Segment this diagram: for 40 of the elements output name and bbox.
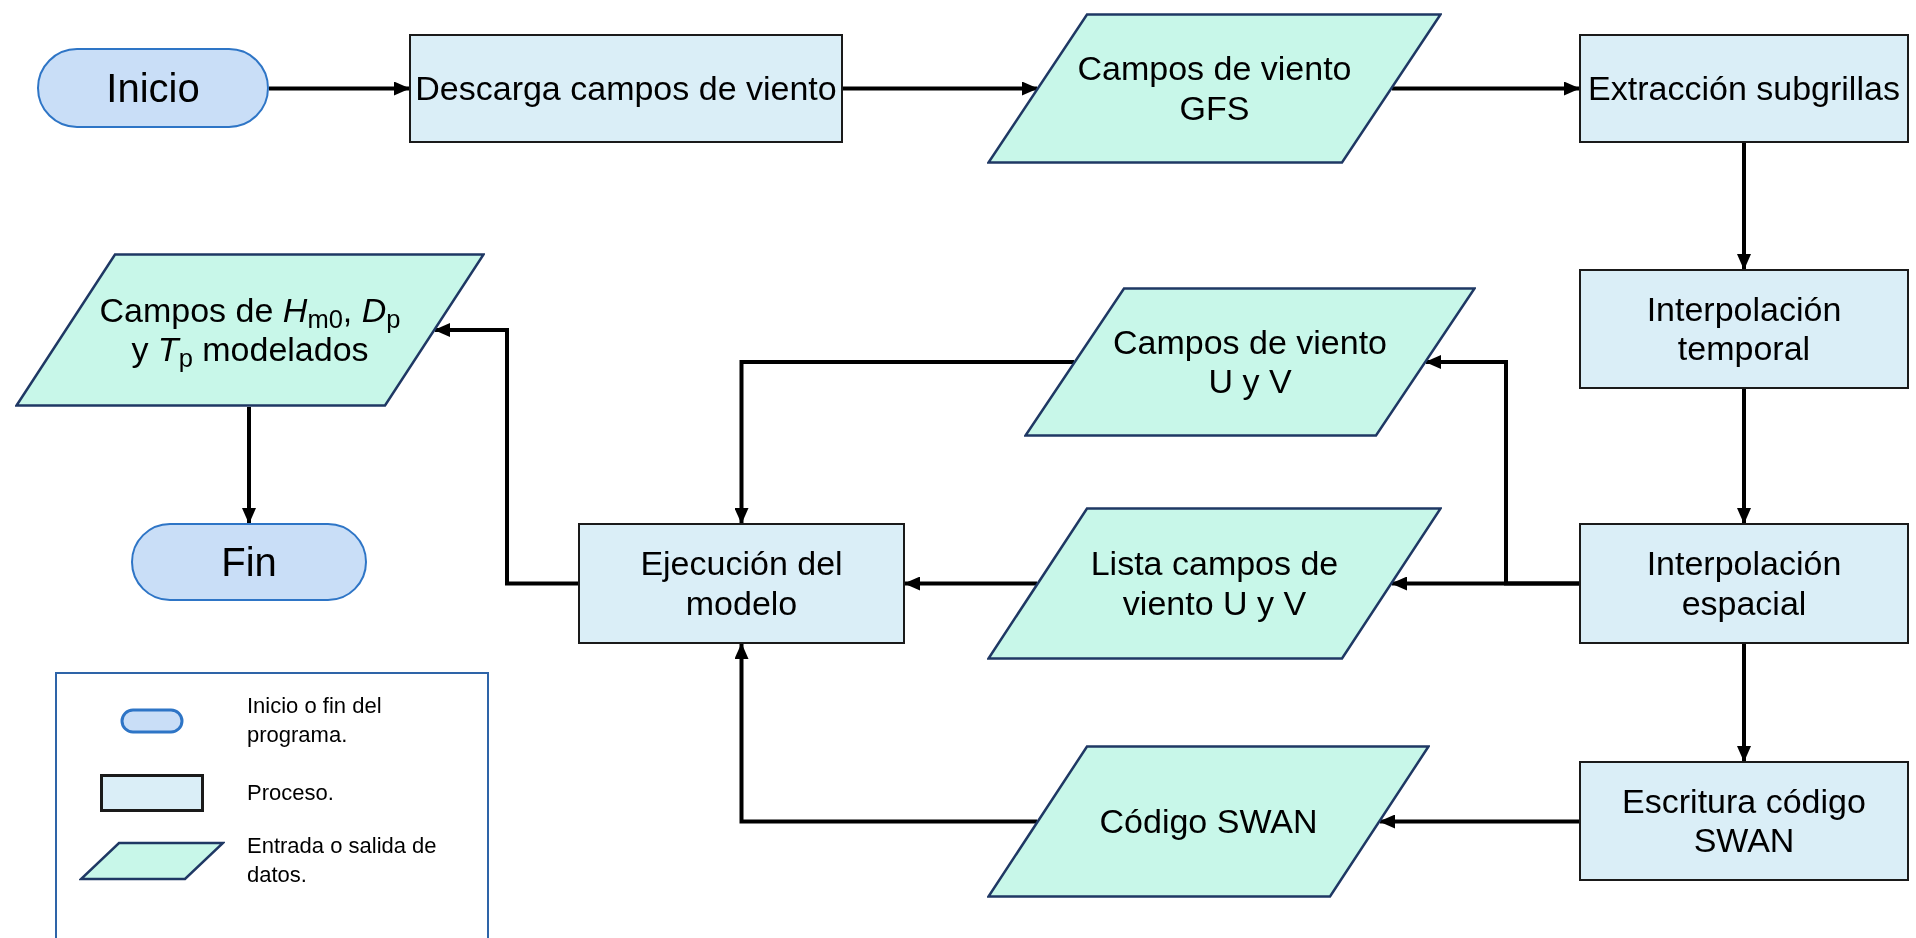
process-box (1579, 34, 1909, 143)
arrow (242, 407, 256, 524)
arrow (1737, 644, 1751, 762)
process-box (1579, 523, 1909, 644)
legend-text: Proceso. (247, 778, 335, 807)
arrow (734, 643, 1037, 824)
process-box (578, 523, 905, 644)
data-parallelogram (1024, 287, 1476, 437)
arrow (734, 360, 1074, 524)
legend-text: Inicio o fin del programa. (247, 692, 383, 749)
data-parallelogram (15, 253, 485, 407)
process-box (1579, 269, 1909, 389)
node-label: Descarga campos de viento (415, 68, 837, 109)
node-label: Campos de H$_{m0}$, D$_{p}$ y T$_{p}$ modelados (98, 290, 402, 370)
node-label: Lista campos de viento U y V (1089, 544, 1340, 623)
arrow (269, 81, 410, 96)
arrow (1379, 814, 1579, 829)
arrow (1425, 355, 1579, 586)
node-label: Interpolación espacial (1645, 544, 1843, 623)
arrow (434, 323, 578, 586)
node-label: Campos de viento GFS (1076, 49, 1353, 128)
node-label: Código SWAN (1099, 801, 1318, 842)
process-box (1579, 761, 1909, 881)
node-label: Inicio (106, 65, 200, 111)
node-label: Escritura código SWAN (1621, 781, 1867, 861)
node-label: Fin (221, 539, 277, 585)
arrow (1392, 81, 1580, 96)
node-label: Interpolación temporal (1645, 289, 1843, 369)
arrow (1737, 389, 1751, 524)
legend-text: Entrada o salida de datos. (247, 832, 438, 889)
data-parallelogram (987, 745, 1430, 898)
data-parallelogram (987, 13, 1442, 164)
node-label: Extracción subgrillas (1588, 68, 1900, 109)
node-label: Campos de viento U y V (1111, 322, 1388, 402)
arrow (904, 576, 1037, 591)
node-label: Ejecución del modelo (639, 544, 844, 623)
arrow (1737, 143, 1751, 270)
data-parallelogram (987, 507, 1442, 660)
arrow (843, 81, 1038, 96)
process-box (409, 34, 843, 143)
